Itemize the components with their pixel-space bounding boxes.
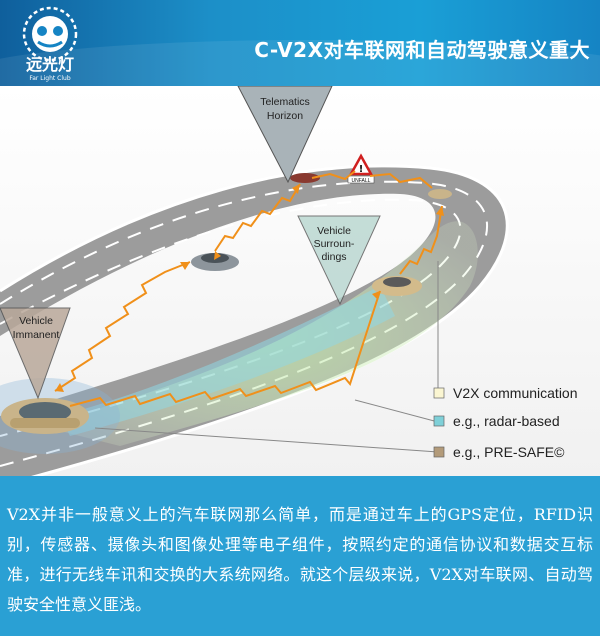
signal-immanent-to-front [69,290,381,407]
legend: V2X communication e.g., radar-based e.g.… [433,385,578,460]
legend-item-v2x: V2X communication [453,385,578,401]
legend-swatch-v2x [433,387,445,399]
signal-silver-to-red [214,183,301,252]
signal-immanent-to-silver [54,261,191,392]
signal-arrowheads [55,184,444,392]
vehicle-surroundings-funnel: Vehicle Surroun- dings [297,215,381,306]
signal-front-to-far [399,205,443,275]
warning-sign-label: UNFALL [352,178,371,184]
legend-item-radar: e.g., radar-based [453,413,560,429]
legend-swatch-radar [433,415,445,427]
svg-text:!: ! [359,164,364,175]
immanent-label-1: Vehicle [19,315,53,327]
signal-red-to-sign [311,170,356,181]
caption-panel: V2X并非一般意义上的汽车联网那么简单，而是通过车上的GPS定位，RFID识别，… [0,476,600,636]
car-front-gold [372,276,422,296]
logo: 远光灯 Far Light Club [22,6,78,82]
caption-text: V2X并非一般意义上的汽车联网那么简单，而是通过车上的GPS定位，RFID识别，… [7,505,593,614]
legend-leaders [94,261,439,453]
signal-sign-to-far [369,172,433,189]
car-far [428,189,452,199]
warning-sign-icon: ! UNFALL [347,153,375,184]
surroundings-label-3: dings [321,251,346,263]
v2x-diagram: ! UNFALL Telematics Horizon Vehicle Surr… [0,86,600,476]
immanent-label-2: Immanent [13,329,60,341]
telematics-label-1: Telematics [260,96,310,108]
radar-coverage-zone [60,286,395,436]
telematics-horizon-funnel: Telematics Horizon [237,86,333,184]
page-title: C-V2X对车联网和自动驾驶意义重大 [254,38,590,62]
surroundings-label-2: Surroun- [314,238,355,250]
v2x-signals [54,170,443,407]
surroundings-label-1: Vehicle [317,225,351,237]
legend-item-presafe: e.g., PRE-SAFE© [453,444,565,460]
car-red [290,173,320,183]
legend-swatch-presafe [433,446,445,458]
logo-text: 远光灯 [26,55,74,74]
logo-subtext: Far Light Club [29,75,70,82]
header-wave-decoration [0,40,600,86]
telematics-label-2: Horizon [267,110,303,122]
header-banner: 远光灯 Far Light Club C-V2X对车联网和自动驾驶意义重大 [0,0,600,86]
car-immanent [1,398,89,434]
vehicle-immanent-funnel: Vehicle Immanent [0,307,71,400]
